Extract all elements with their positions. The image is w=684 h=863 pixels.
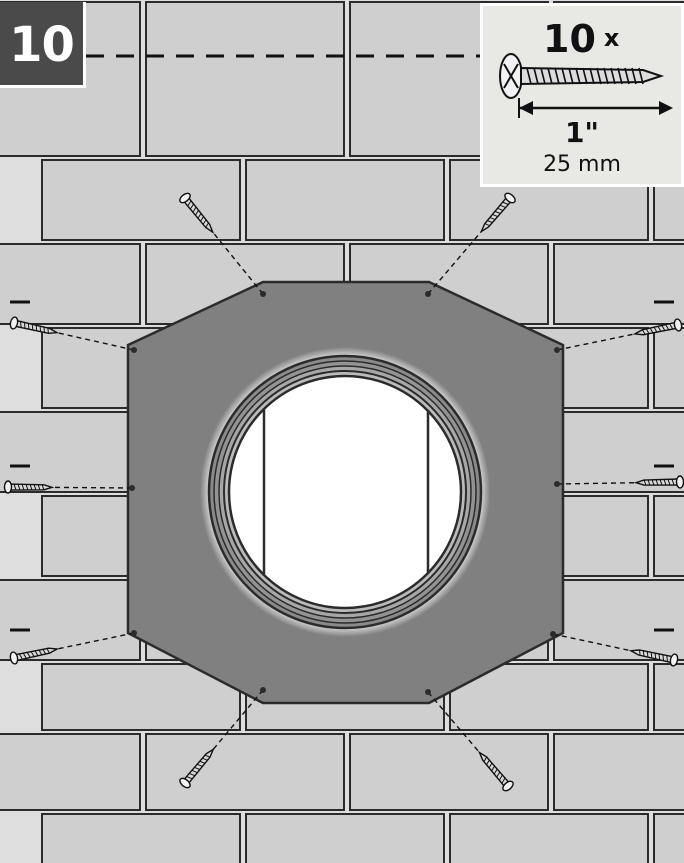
- shingle-tile: [653, 663, 684, 731]
- shingle-tile: [245, 159, 445, 241]
- fastener-hole: [131, 347, 137, 353]
- shingle-tile: [41, 663, 241, 731]
- length-inches: 1": [564, 116, 600, 149]
- screw-icon: [499, 53, 673, 118]
- edge-marks: [10, 300, 674, 632]
- fastener-hole: [260, 291, 266, 297]
- fastener-hole: [129, 485, 135, 491]
- screw-icon: [179, 747, 215, 789]
- screw-icon: [9, 647, 60, 665]
- shingle-tile: [553, 733, 684, 811]
- shingle-tile: [41, 813, 241, 863]
- step-number-badge: 10: [0, 2, 86, 88]
- shingle-tile: [145, 1, 345, 157]
- shingle-tile: [553, 243, 684, 325]
- flange-opening: [200, 347, 490, 637]
- shingle-tile: [0, 579, 141, 661]
- fastener-hole: [425, 291, 431, 297]
- screw-icon: [632, 318, 683, 336]
- quantity-multiplier: x: [603, 24, 620, 52]
- quantity-value: 10: [543, 17, 596, 61]
- shingle-tile: [0, 243, 141, 325]
- fasteners: [3, 192, 684, 792]
- fastener-hole: [550, 631, 556, 637]
- fastener-hole: [425, 689, 431, 695]
- fastener-hole: [554, 481, 560, 487]
- shingle-tile: [145, 733, 345, 811]
- fastener-hole: [260, 687, 266, 693]
- fastener-hole: [131, 630, 137, 636]
- shingle-tile: [653, 495, 684, 577]
- shingle-tile: [449, 813, 649, 863]
- screw-icon: [3, 480, 55, 494]
- fastener-guide-line: [427, 197, 511, 295]
- screw-icon: [479, 192, 516, 234]
- shingle-tile: [553, 579, 684, 661]
- fastener-hole: [554, 347, 560, 353]
- shingle-tile: [653, 327, 684, 409]
- shingle-tile: [0, 733, 141, 811]
- shingle-tile: [245, 813, 445, 863]
- shingle-tile: [553, 411, 684, 493]
- screw-icon: [628, 649, 679, 667]
- screw-icon: [9, 316, 60, 335]
- shingle-tile: [41, 159, 241, 241]
- shingle-tile: [653, 813, 684, 863]
- screw-icon: [477, 750, 514, 792]
- shingle-tile: [0, 411, 141, 493]
- length-millimeters: 25 mm: [543, 152, 621, 177]
- shingle-tile: [349, 733, 549, 811]
- screw-icon: [633, 475, 684, 489]
- screw-icon: [179, 192, 215, 234]
